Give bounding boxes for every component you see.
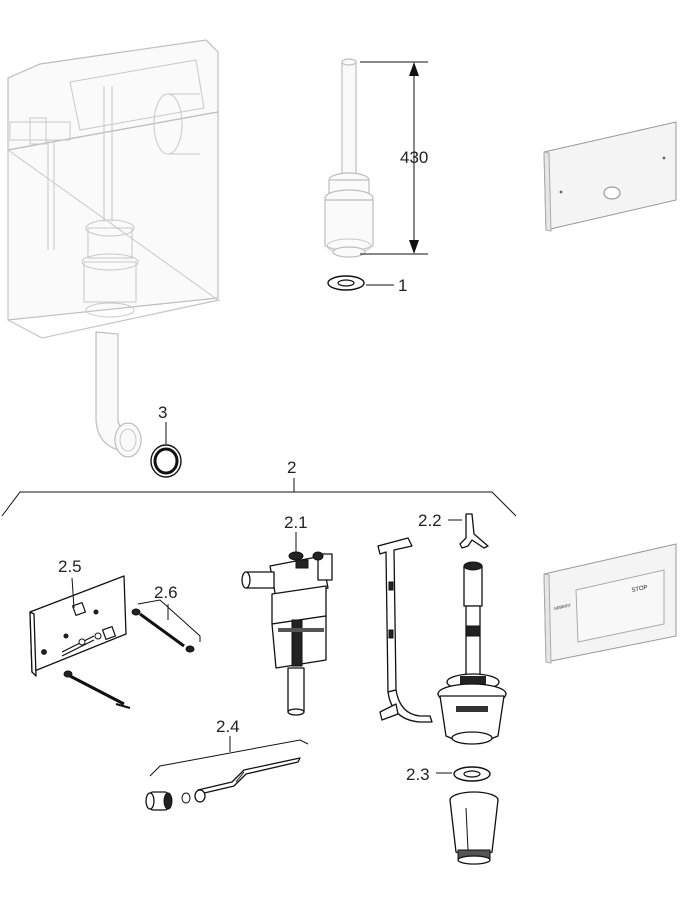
valve-housing-icon bbox=[449, 791, 499, 865]
threaded-rod-icon bbox=[131, 599, 201, 653]
label-item-2-4: 2.4 bbox=[216, 717, 240, 736]
connection-pipe-icon bbox=[145, 736, 309, 811]
flush-valve-icon bbox=[324, 58, 374, 258]
mounting-plate-icon bbox=[29, 575, 127, 677]
seal-ring-icon bbox=[150, 422, 182, 478]
float-bracket-icon bbox=[377, 537, 433, 723]
label-item-2-3: 2.3 bbox=[406, 765, 430, 784]
dimension-value: 430 bbox=[400, 148, 428, 167]
stop-button-text: STOP bbox=[631, 585, 648, 594]
label-item-2-5: 2.5 bbox=[58, 557, 82, 576]
group-2-bracket bbox=[1, 478, 517, 517]
label-item-3: 3 bbox=[158, 403, 167, 422]
washer-2-3-icon bbox=[436, 766, 491, 782]
screw-icon bbox=[63, 670, 131, 709]
brand-text: GEBERIT bbox=[553, 602, 572, 611]
label-item-2-6: 2.6 bbox=[154, 583, 178, 602]
dimension-line bbox=[360, 61, 428, 255]
concealed-cistern-icon bbox=[7, 39, 221, 458]
actuator-plate-icon bbox=[543, 121, 677, 232]
label-item-2-2: 2.2 bbox=[418, 511, 442, 530]
fill-valve-icon bbox=[241, 532, 333, 716]
washer-icon bbox=[327, 275, 394, 291]
label-item-2: 2 bbox=[287, 458, 296, 477]
actuator-plate-stop-icon: STOP GEBERIT bbox=[543, 543, 677, 664]
label-item-2-1: 2.1 bbox=[284, 513, 308, 532]
label-item-1: 1 bbox=[398, 276, 407, 295]
clip-icon bbox=[448, 513, 489, 549]
flush-valve-lower-icon bbox=[437, 561, 507, 745]
